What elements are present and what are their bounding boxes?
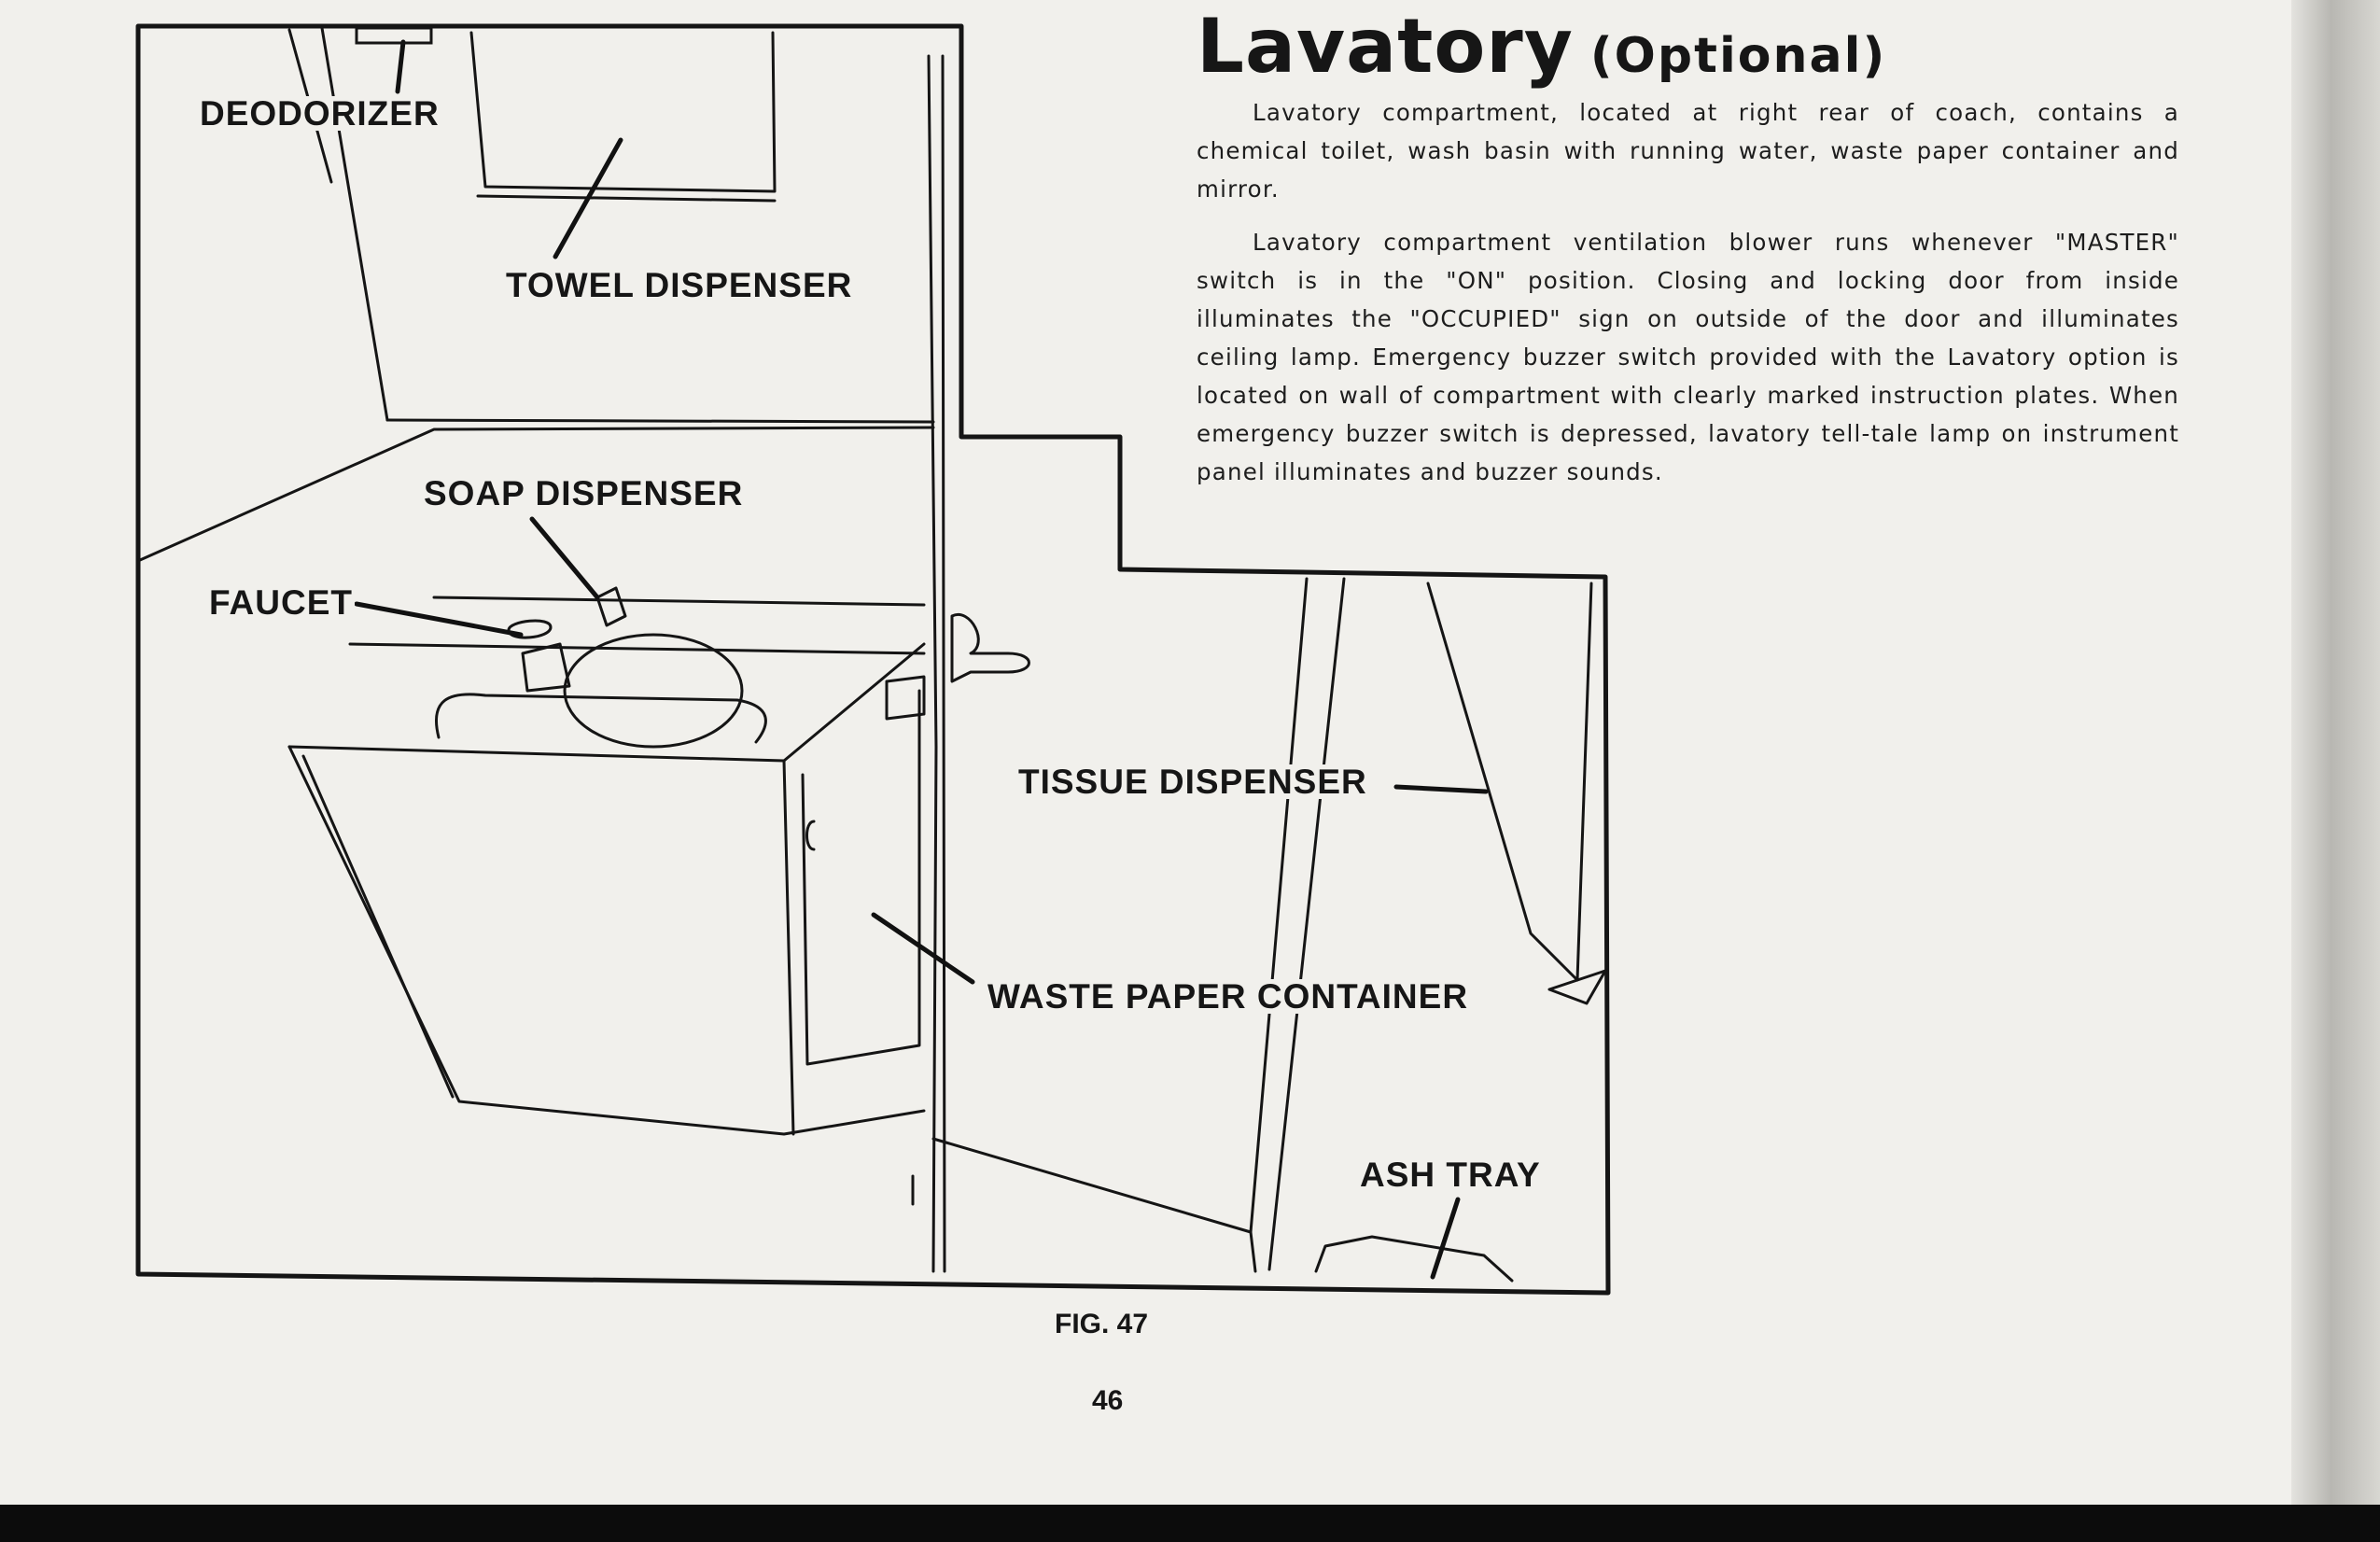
title-text: Lavatory <box>1197 3 1574 90</box>
label-deodorizer: DEODORIZER <box>198 94 441 133</box>
ash-tray-leader <box>1430 1197 1461 1280</box>
page-number: 46 <box>1092 1385 1124 1416</box>
deodorizer-leader <box>395 39 406 94</box>
page-title: Lavatory (Optional) <box>1197 4 1886 90</box>
faucet-leader <box>354 601 524 638</box>
body-text: Lavatory compartment, located at right r… <box>1197 93 2179 506</box>
label-ash-tray: ASH TRAY <box>1358 1156 1543 1194</box>
paragraph-1: Lavatory compartment, located at right r… <box>1197 99 2179 203</box>
label-soap-dispenser: SOAP DISPENSER <box>422 474 746 512</box>
label-towel-dispenser: TOWEL DISPENSER <box>504 266 855 304</box>
scan-bottom-band <box>0 1505 2380 1542</box>
towel-dispenser-leader <box>553 137 623 259</box>
label-waste-paper-container: WASTE PAPER CONTAINER <box>986 977 1471 1016</box>
figure-caption: FIG. 47 <box>1055 1309 1149 1339</box>
soap-dispenser-leader <box>529 516 600 600</box>
title-optional: (Optional) <box>1589 28 1887 84</box>
waste-paper-container-leader <box>871 912 975 985</box>
paragraph-2: Lavatory compartment ventilation blower … <box>1197 229 2179 485</box>
tissue-dispenser-leader <box>1393 784 1489 794</box>
label-faucet: FAUCET <box>207 583 355 622</box>
deodorizer-unit <box>355 26 433 45</box>
figure-frame <box>135 23 1611 1296</box>
label-tissue-dispenser: TISSUE DISPENSER <box>1016 763 1369 801</box>
page-edge-shadow <box>2291 0 2380 1505</box>
